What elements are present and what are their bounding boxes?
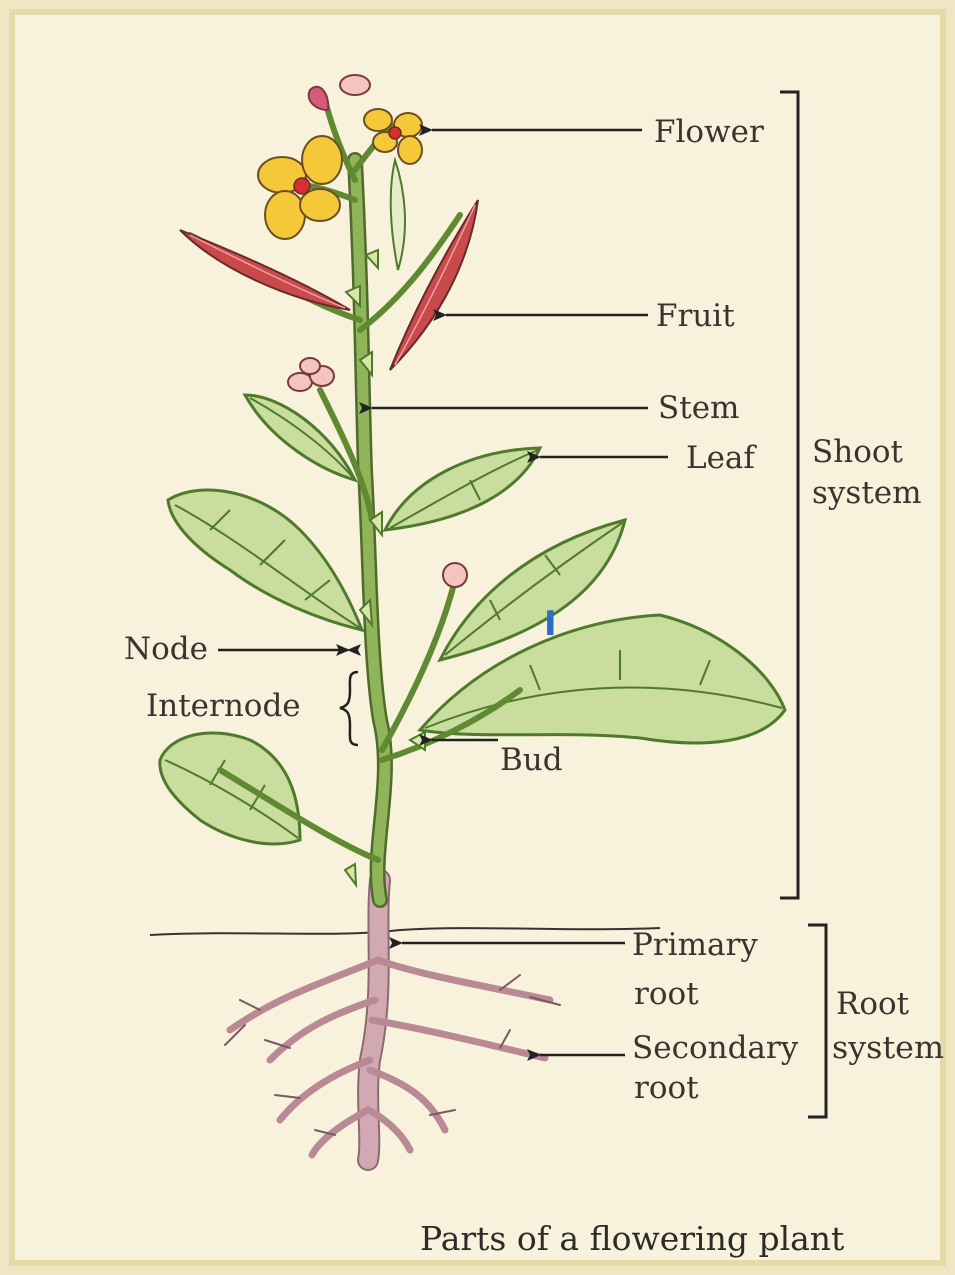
label-secondary-root-2: root — [634, 1070, 699, 1106]
label-node: Node — [124, 631, 208, 667]
text-cursor-mark: I — [544, 604, 557, 644]
label-bud: Bud — [500, 742, 563, 778]
label-root-system-2: system — [832, 1030, 944, 1066]
label-stem: Stem — [658, 390, 739, 426]
label-leaf: Leaf — [686, 440, 757, 476]
label-root-system-1: Root — [836, 986, 910, 1022]
label-fruit: Fruit — [656, 298, 735, 334]
label-flower: Flower — [654, 114, 764, 150]
label-primary-root-2: root — [634, 976, 699, 1012]
diagram-caption: Parts of a flowering plant — [420, 1219, 844, 1258]
label-secondary-root-1: Secondary — [632, 1030, 799, 1066]
label-shoot-system-1: Shoot — [812, 434, 904, 470]
label-shoot-system-2: system — [812, 475, 922, 511]
label-internode: Internode — [146, 688, 301, 724]
label-primary-root-1: Primary — [632, 927, 758, 963]
